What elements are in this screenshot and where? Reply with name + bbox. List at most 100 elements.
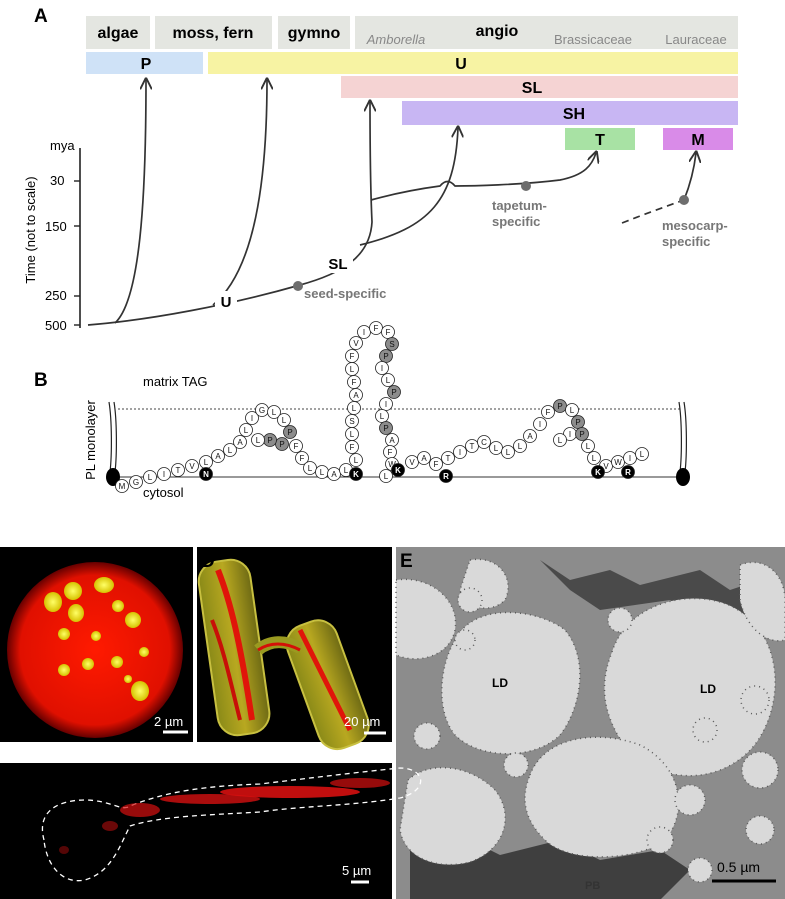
residue-circle xyxy=(289,439,303,453)
group-amborella: Amborella xyxy=(366,32,426,47)
time-axis-label: Time (not to scale) xyxy=(23,176,38,283)
residue-letter: L xyxy=(586,442,591,451)
residue-circle xyxy=(381,373,395,387)
residue-letter: S xyxy=(349,417,354,426)
residue-letter: I xyxy=(251,414,253,423)
residue-letter: F xyxy=(386,328,391,337)
tick-250: 250 xyxy=(45,288,67,303)
residue-letter: M xyxy=(119,482,126,491)
panel-label-d: D xyxy=(201,551,215,572)
seed-specific-node xyxy=(293,281,303,291)
node-u: U xyxy=(221,294,232,311)
residue-circle xyxy=(171,463,185,477)
residue-letter: A xyxy=(421,454,427,463)
residue-circle xyxy=(387,385,401,399)
group-moss-fern: moss, fern xyxy=(173,25,254,42)
residue-letter: F xyxy=(300,454,305,463)
node-u-bg xyxy=(215,291,237,311)
residue-letter: A xyxy=(237,438,243,447)
residue-letter: L xyxy=(640,450,645,459)
matrix-tag-label: matrix TAG xyxy=(143,374,208,389)
residue-letter: P xyxy=(279,440,284,449)
residue-letter: F xyxy=(350,443,355,452)
residue-circle xyxy=(439,469,453,483)
residue-circle xyxy=(345,349,359,363)
residue-circle xyxy=(199,467,213,481)
residue-circle xyxy=(391,463,405,477)
bar-label-p: P xyxy=(141,56,152,73)
residue-circle xyxy=(441,451,455,465)
residue-letter: A xyxy=(215,452,221,461)
residue-circle xyxy=(143,470,157,484)
residue-circle xyxy=(349,336,363,350)
residue-letter: L xyxy=(380,412,385,421)
residue-letter: G xyxy=(259,406,265,415)
panel-f: F 5 µm xyxy=(0,763,422,899)
ld-label-1: LD xyxy=(700,682,716,696)
monolayer-right xyxy=(678,401,687,473)
bar-u xyxy=(208,52,738,74)
group-angio: angio xyxy=(476,23,519,40)
residue-letter: L xyxy=(256,436,261,445)
phylogeny-branches xyxy=(87,80,696,326)
panel-f-background xyxy=(0,763,392,899)
scale-label-c: 2 µm xyxy=(154,714,183,729)
residue-circle xyxy=(349,467,363,481)
residue-letter: I xyxy=(385,400,387,409)
panel-a: A algae moss, fern gymno Amborella angio… xyxy=(23,6,738,333)
node-sl: SL xyxy=(328,256,347,273)
residue-letter: F xyxy=(434,460,439,469)
residue-circle xyxy=(417,451,431,465)
residue-letter: P xyxy=(557,402,562,411)
lipid-droplets-e xyxy=(395,558,785,883)
residue-circle xyxy=(115,479,129,493)
group-algae: algae xyxy=(98,25,139,42)
residue-letter: F xyxy=(546,408,551,417)
residue-letter: I xyxy=(629,454,631,463)
residue-circle xyxy=(379,421,393,435)
bar-label-m: M xyxy=(691,132,704,149)
ld-label-2: LD xyxy=(492,676,508,690)
residue-circle xyxy=(453,445,467,459)
group-gymno: gymno xyxy=(288,25,341,42)
panel-label-e: E xyxy=(400,551,413,572)
annot-tapetum-1: tapetum- xyxy=(492,198,547,213)
residue-letter: L xyxy=(506,448,511,457)
pb-label: PB xyxy=(585,880,600,892)
residue-circle xyxy=(295,451,309,465)
tick-30: 30 xyxy=(50,173,64,188)
panel-c: C 2 µm xyxy=(0,547,193,742)
residue-letter: V xyxy=(353,339,359,348)
group-box-gymno xyxy=(278,16,350,49)
panel-label-b: B xyxy=(34,370,48,391)
panel-label-c: C xyxy=(6,551,20,572)
residue-circle xyxy=(513,439,527,453)
bar-t xyxy=(565,128,635,150)
tick-150: 150 xyxy=(45,219,67,234)
residue-letter: I xyxy=(163,470,165,479)
residue-letter: P xyxy=(383,424,388,433)
residue-letter: L xyxy=(494,444,499,453)
residue-letter: I xyxy=(381,364,383,373)
bar-m xyxy=(663,128,733,150)
residue-letter: L xyxy=(558,436,563,445)
group-brassicaceae: Brassicaceae xyxy=(554,32,632,47)
bar-sh xyxy=(402,101,738,125)
residue-letter: L xyxy=(518,442,523,451)
residue-letter: R xyxy=(443,472,449,481)
residue-letter: L xyxy=(354,456,359,465)
monolayer-left xyxy=(108,401,117,473)
residue-letter: N xyxy=(203,470,209,479)
bar-label-sh: SH xyxy=(563,106,585,123)
group-box-moss-fern xyxy=(155,16,272,49)
residue-letter: P xyxy=(267,436,272,445)
residue-letter: K xyxy=(595,468,601,477)
residue-letter: F xyxy=(350,352,355,361)
residue-letter: L xyxy=(320,468,325,477)
panel-d: D 20 µm xyxy=(197,547,392,751)
residue-letter: S xyxy=(389,340,394,349)
lipid-droplets-c xyxy=(44,577,149,701)
residue-circle xyxy=(565,403,579,417)
residue-letter: L xyxy=(384,472,389,481)
annot-mesocarp-2: specific xyxy=(662,234,710,249)
